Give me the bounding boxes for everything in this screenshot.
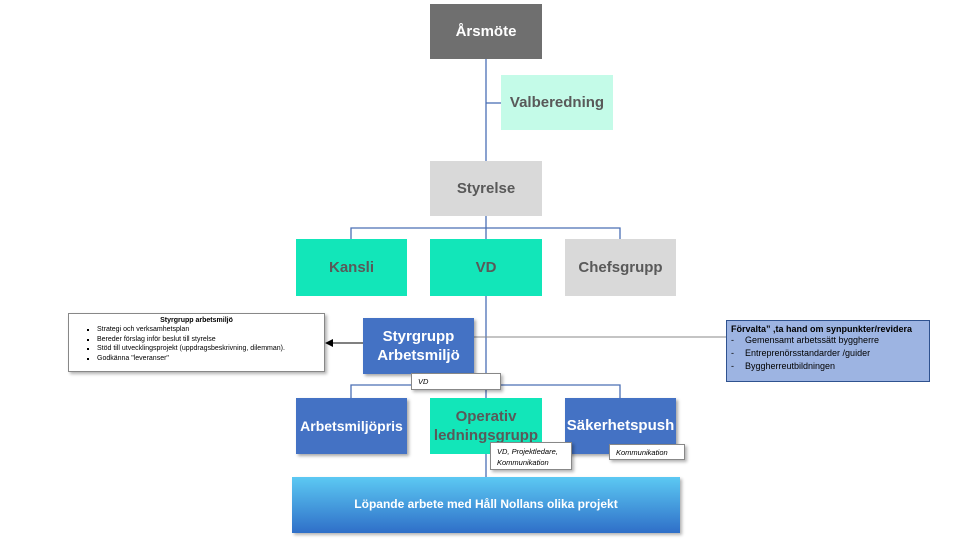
list-item: Gemensamt arbetssätt byggherre (745, 335, 880, 345)
bullet: - (731, 361, 734, 371)
arrow-icon (325, 339, 333, 347)
node-styrelse: Styrelse (430, 161, 542, 216)
node-chefsgrupp: Chefsgrupp (565, 239, 676, 296)
node-styrgrupp: Styrgrupp Arbetsmiljö (363, 318, 474, 374)
node-kansli: Kansli (296, 239, 407, 296)
node-lopande: Löpande arbete med Håll Nollans olika pr… (292, 477, 680, 533)
bullet: - (731, 348, 734, 358)
bullet: - (731, 335, 734, 345)
forvalta-box: Förvalta” ,ta hand om synpunkter/revider… (726, 320, 930, 382)
list-item: Strategi och verksamhetsplan (97, 325, 318, 335)
list-item: Godkänna "leveranser" (97, 354, 318, 364)
styrgrupp-description-title: Styrgrupp arbetsmiljö (160, 317, 233, 324)
note-sakerhetspush: Kommunikation (609, 444, 685, 460)
node-vd: VD (430, 239, 542, 296)
list-item: Byggherreutbildningen (745, 361, 836, 371)
node-arbetsmiljopris: Arbetsmiljöpris (296, 398, 407, 454)
node-valberedning: Valberedning (501, 75, 613, 130)
note-operativ: VD, Projektledare, Kommunikation (490, 442, 572, 470)
forvalta-title: Förvalta” ,ta hand om synpunkter/revider… (731, 324, 913, 334)
list-item: Entreprenörsstandarder /guider (745, 348, 871, 358)
styrgrupp-description-box: Styrgrupp arbetsmiljö Strategi och verks… (68, 313, 325, 372)
note-styrgrupp-vd: VD (411, 373, 501, 390)
list-item: Stöd till utvecklingsprojekt (uppdragsbe… (97, 344, 318, 354)
list-item: Bereder förslag inför beslut till styrel… (97, 335, 318, 345)
node-arsmote: Årsmöte (430, 4, 542, 59)
